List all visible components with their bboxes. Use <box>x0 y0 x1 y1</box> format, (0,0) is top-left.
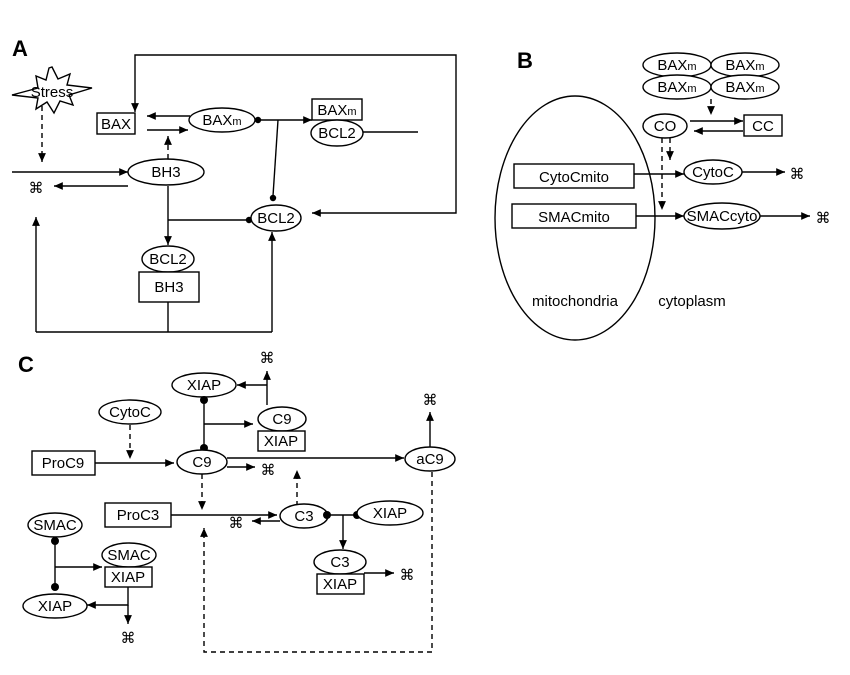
process-symbol: ⌘ <box>29 180 44 197</box>
bcl2-bh3-box-label: BH3 <box>154 279 183 296</box>
process-symbol: ⌘ <box>423 392 438 409</box>
c3-complex-box <box>316 573 365 595</box>
process-symbol: ⌘ <box>121 630 136 647</box>
bax-box <box>96 112 136 135</box>
xiap-top-label: XIAP <box>187 377 221 394</box>
cytoc-node <box>98 399 162 425</box>
c9-complex-box <box>257 430 306 452</box>
edge-smac-complex-to-xiap <box>87 587 129 609</box>
smaccyto-label: SMACcyto <box>687 208 758 225</box>
baxm-node <box>188 107 256 133</box>
mitochondria-label: mitochondria <box>532 293 619 310</box>
bh3-node <box>127 158 205 186</box>
tetramer-label: BAXm <box>725 57 764 74</box>
smac-complex-top-label: SMAC <box>107 547 151 564</box>
c3-label: C3 <box>294 508 313 525</box>
cc-label: CC <box>752 118 774 135</box>
cytoplasm-label: cytoplasm <box>658 293 726 310</box>
proc3-label: ProC3 <box>117 507 160 524</box>
bcl2-bh3-complex-box <box>138 271 200 303</box>
tetramer-label: BAXm <box>657 79 696 96</box>
panel-label-a: A <box>12 36 28 61</box>
baxm-tetramer-4 <box>710 74 780 100</box>
bcl2-label: BCL2 <box>257 210 295 227</box>
bax-label: BAX <box>101 116 131 133</box>
bcl2-bh3-top-label: BCL2 <box>149 251 187 268</box>
c3-complex-box-label: XIAP <box>323 576 357 593</box>
edge-ac9-to-c3-dashed <box>200 472 433 653</box>
proc9-box <box>31 450 96 476</box>
binding-dot <box>323 511 331 519</box>
process-symbol: ⌘ <box>816 210 831 227</box>
complex-bcl2-node <box>310 119 364 147</box>
xiap-left-node <box>22 593 88 619</box>
c9-complex-top-label: C9 <box>272 411 291 428</box>
edge-bottom-bracket <box>36 302 272 333</box>
panel-c: ⌘ XIAP C9 XIAP CytoC ProC9 C9 ⌘ aC9 ⌘ Pr… <box>22 350 456 653</box>
cytoc-label: CytoC <box>109 404 151 421</box>
co-node <box>642 113 688 139</box>
panel-label-b: B <box>517 48 533 73</box>
inhibit-dot <box>269 194 277 202</box>
edge-feedback-loop <box>131 54 457 217</box>
panel-a: Stress BAX BAXm BAXm BCL2 BH3 ⌘ BCL2 BCL… <box>11 54 457 333</box>
stress-label: Stress <box>31 84 74 101</box>
process-symbol: ⌘ <box>790 166 805 183</box>
complex-top-label: BAXm <box>317 102 356 119</box>
stress-burst <box>11 66 93 115</box>
cytocmito-label: CytoCmito <box>539 169 609 186</box>
proc3-box <box>104 502 172 528</box>
process-symbol: ⌘ <box>260 350 275 367</box>
binding-dot <box>51 583 59 591</box>
smacmito-box <box>511 203 637 229</box>
edge-baxm-inhibit-bcl2 <box>272 119 279 197</box>
bh3-label: BH3 <box>151 164 180 181</box>
binding-dot <box>51 537 59 545</box>
complex-bottom-label: BCL2 <box>318 125 356 142</box>
ac9-label: aC9 <box>416 451 444 468</box>
smac-complex-box-label: XIAP <box>111 569 145 586</box>
c9-label: C9 <box>192 454 211 471</box>
inhibit-dot <box>254 116 262 124</box>
proc9-label: ProC9 <box>42 455 85 472</box>
panel-b: mitochondria cytoplasm BAXm BAXm BAXm BA… <box>494 52 831 341</box>
tetramer-label: BAXm <box>725 79 764 96</box>
cc-box <box>743 114 783 137</box>
co-label: CO <box>654 118 677 135</box>
process-symbol: ⌘ <box>229 515 244 532</box>
c3-complex-top-label: C3 <box>330 554 349 571</box>
panel-label-c: C <box>18 352 34 377</box>
xiap-left-label: XIAP <box>38 598 72 615</box>
xiap-right-node <box>356 500 424 526</box>
binding-dot <box>200 396 208 404</box>
tetramer-label: BAXm <box>657 57 696 74</box>
baxm-label: BAXm <box>202 112 241 129</box>
smac-label: SMAC <box>33 517 77 534</box>
cytocmito-box <box>513 163 635 189</box>
process-symbol: ⌘ <box>400 567 415 584</box>
smacmito-label: SMACmito <box>538 209 610 226</box>
bcl2-node <box>250 204 302 232</box>
c9-complex-box-label: XIAP <box>264 433 298 450</box>
cytoc-label: CytoC <box>692 164 734 181</box>
xiap-right-label: XIAP <box>373 505 407 522</box>
process-symbol: ⌘ <box>261 462 276 479</box>
